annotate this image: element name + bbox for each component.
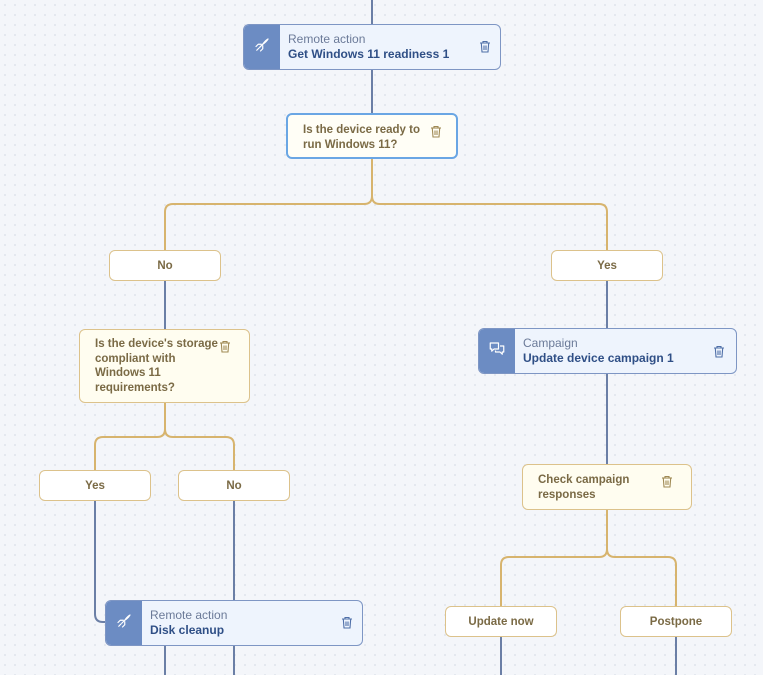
branch-label: No xyxy=(226,479,242,492)
campaign-node[interactable]: Campaign Update device campaign 1 xyxy=(478,328,737,374)
action-stripe xyxy=(244,25,280,69)
condition-text: Check campaign responses xyxy=(538,474,630,501)
action-stripe xyxy=(479,329,515,373)
trash-icon[interactable] xyxy=(341,616,353,629)
trash-icon[interactable] xyxy=(713,345,725,358)
rocket-icon xyxy=(115,612,133,635)
branch-label: Postpone xyxy=(649,615,703,628)
action-kind-label: Remote action xyxy=(288,32,366,46)
action-kind-label: Remote action xyxy=(150,608,228,622)
trash-icon[interactable] xyxy=(479,40,491,53)
condition-responses-node[interactable]: Check campaign responses xyxy=(522,464,692,510)
branch-no-node[interactable]: No xyxy=(109,250,221,281)
action-stripe xyxy=(106,601,142,645)
branch-label: Yes xyxy=(597,259,617,272)
wire-cond-split xyxy=(164,159,608,250)
wire-responses-split xyxy=(500,510,677,606)
action-title: Update device campaign 1 xyxy=(523,351,674,365)
remote-action-readiness-node[interactable]: Remote action Get Windows 11 readiness 1 xyxy=(243,24,501,70)
action-title: Disk cleanup xyxy=(150,623,225,637)
condition-text: Is the device ready to run Windows 11? xyxy=(303,124,420,151)
action-title: Get Windows 11 readiness 1 xyxy=(288,47,450,61)
branch-label: Update now xyxy=(468,615,534,628)
rocket-icon xyxy=(253,36,271,59)
chat-bubbles-icon xyxy=(488,340,506,363)
branch-yes-node[interactable]: Yes xyxy=(39,470,151,501)
condition-storage-node[interactable]: Is the device's storage compliant with W… xyxy=(79,329,250,403)
action-text: Remote action Disk cleanup xyxy=(142,601,362,645)
branch-yes-node[interactable]: Yes xyxy=(551,250,663,281)
action-text: Remote action Get Windows 11 readiness 1 xyxy=(280,25,500,69)
trash-icon[interactable] xyxy=(430,125,442,138)
wire-storage-split xyxy=(94,403,235,470)
trash-icon[interactable] xyxy=(661,475,673,488)
action-kind-label: Campaign xyxy=(523,336,578,350)
branch-label: Yes xyxy=(85,479,105,492)
branch-no-node[interactable]: No xyxy=(178,470,290,501)
condition-ready-node[interactable]: Is the device ready to run Windows 11? xyxy=(286,113,458,159)
condition-text: Is the device's storage compliant with W… xyxy=(95,338,218,394)
branch-label: No xyxy=(157,259,173,272)
trash-icon[interactable] xyxy=(219,340,231,353)
wire-storage-yes-to-cleanup xyxy=(94,501,106,623)
action-text: Campaign Update device campaign 1 xyxy=(515,329,736,373)
branch-update-now-node[interactable]: Update now xyxy=(445,606,557,637)
branch-postpone-node[interactable]: Postpone xyxy=(620,606,732,637)
remote-action-cleanup-node[interactable]: Remote action Disk cleanup xyxy=(105,600,363,646)
